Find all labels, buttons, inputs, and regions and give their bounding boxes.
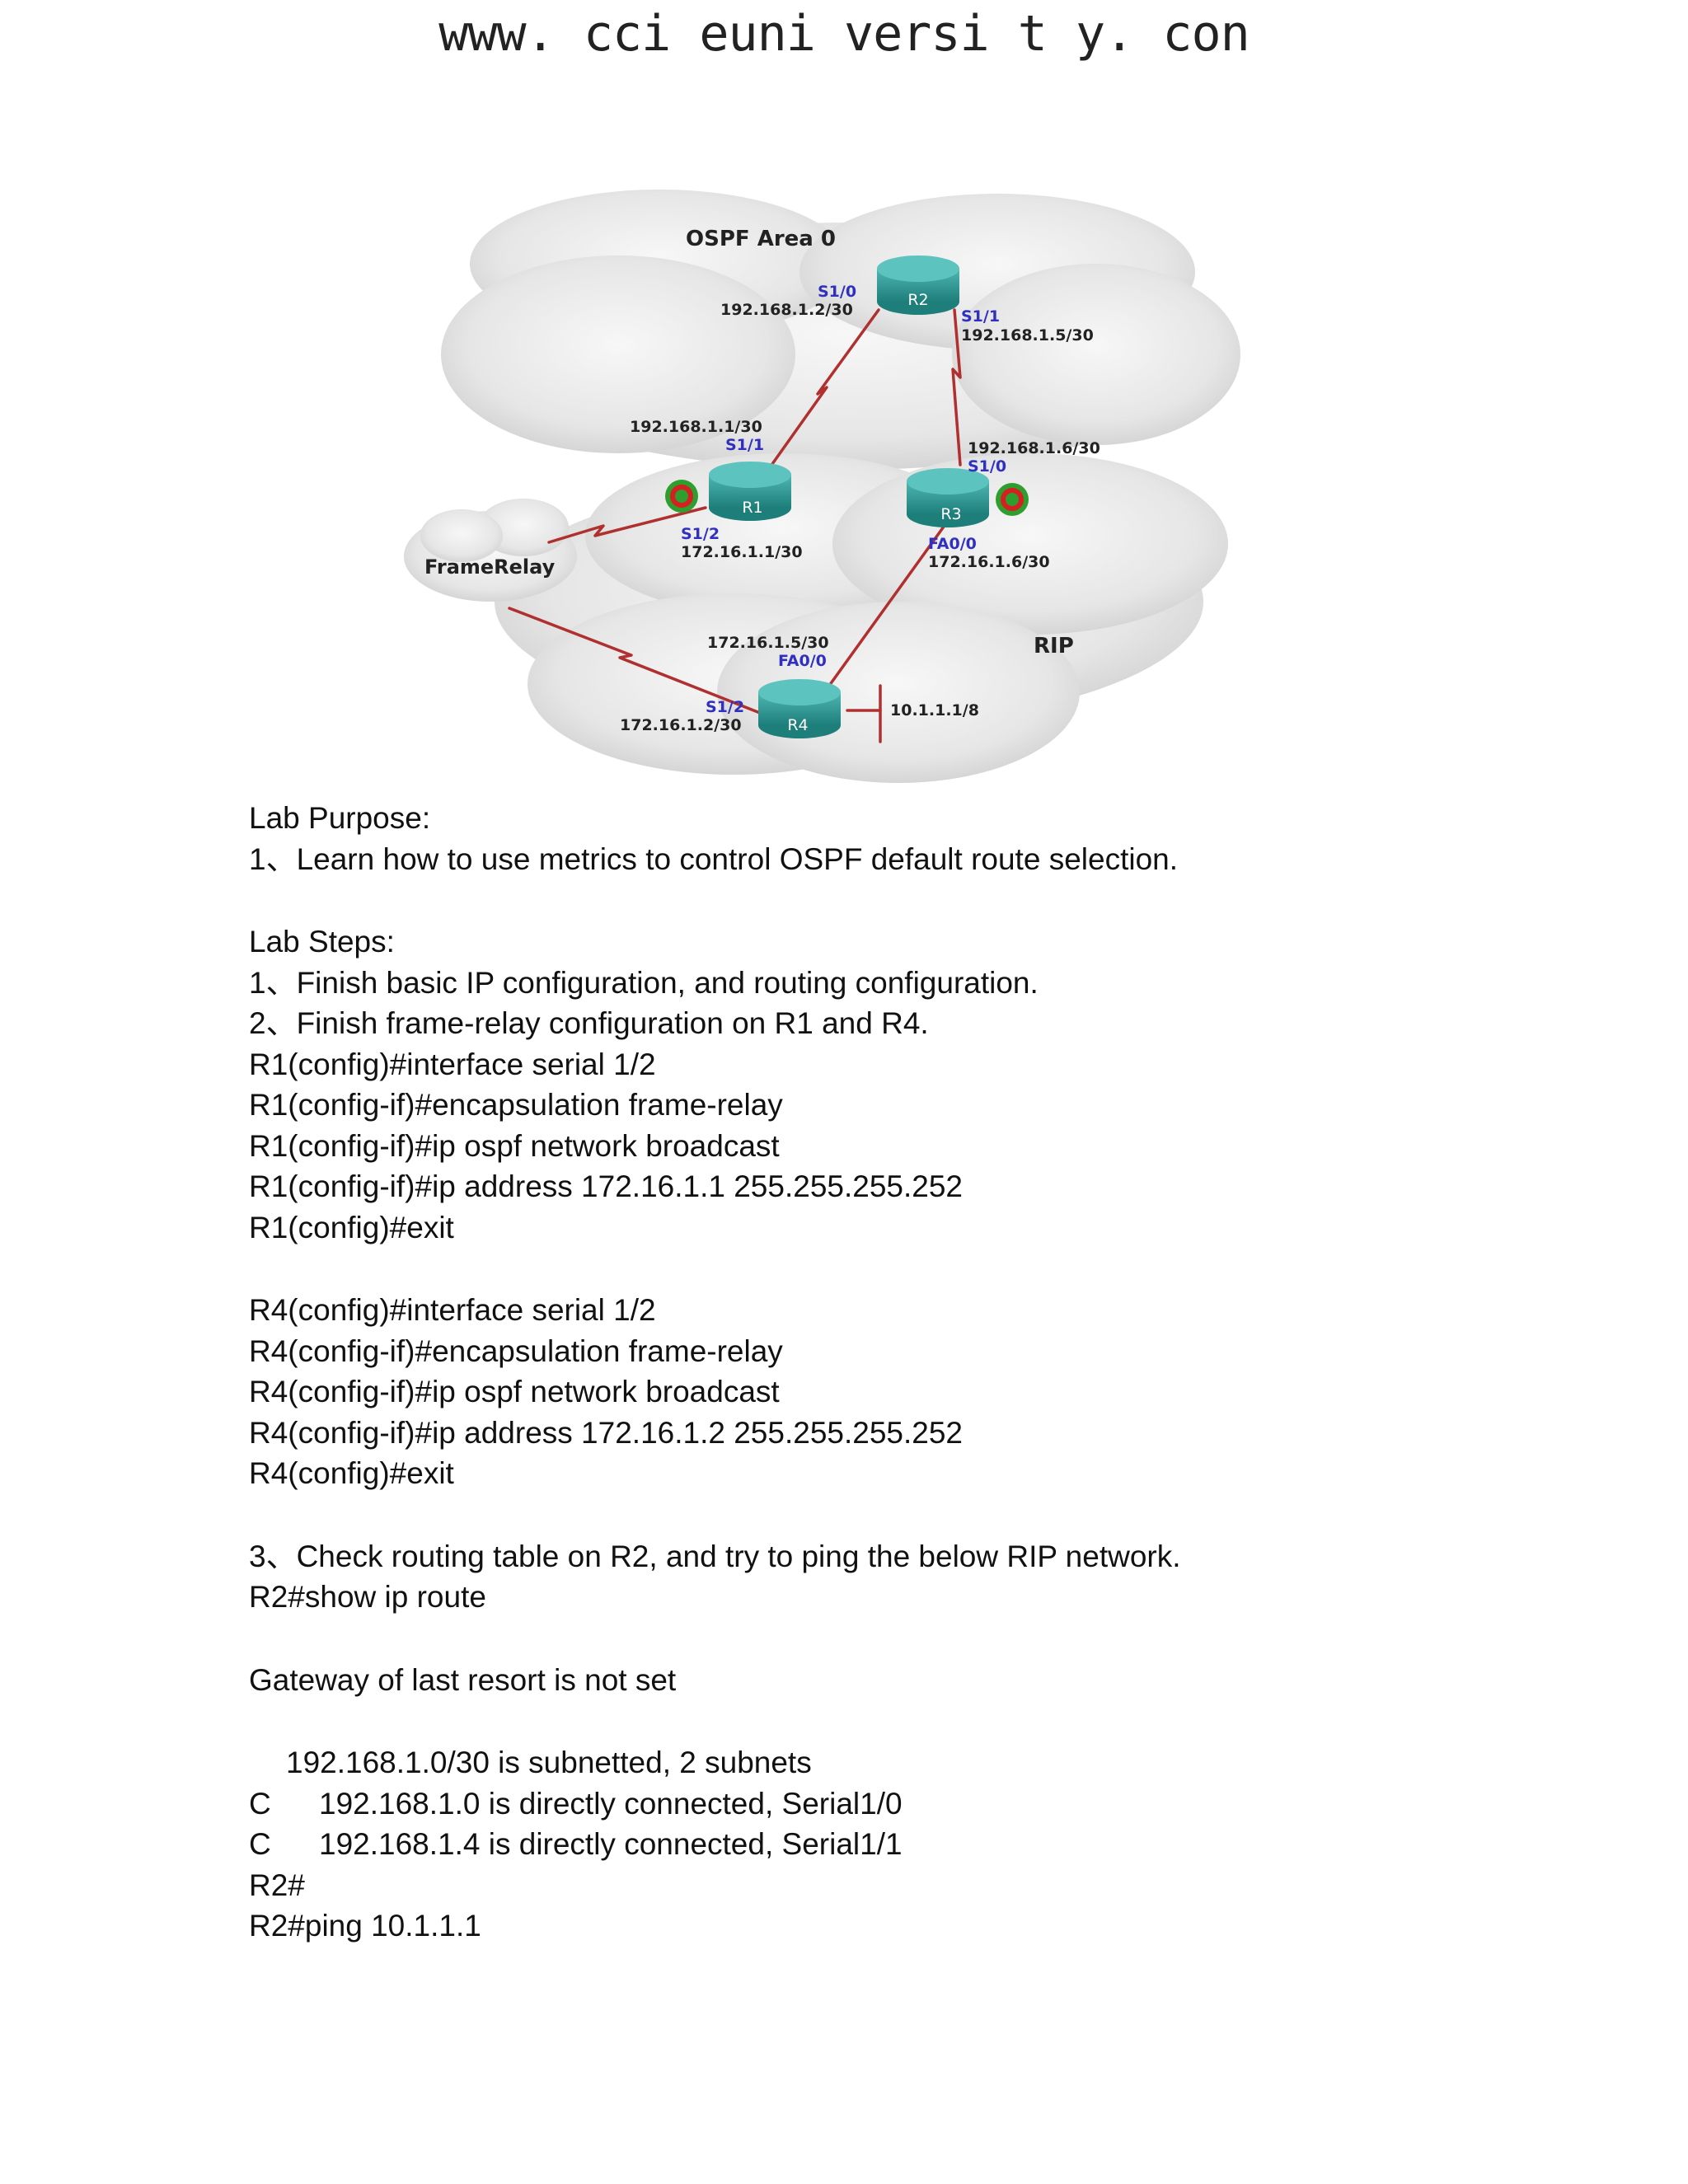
r1-s11-ip: 192.168.1.1/30 xyxy=(630,418,762,436)
ping-command: R2#ping 10.1.1.1 xyxy=(249,1909,481,1943)
link-frame-r4 xyxy=(508,607,762,715)
show-ip-route-command: R2#show ip route xyxy=(249,1580,486,1614)
route-text: 192.168.1.0 is directly connected, Seria… xyxy=(319,1786,903,1821)
subnetted-line: 192.168.1.0/30 is subnetted, 2 subnets xyxy=(286,1746,812,1779)
r4-s12-label: S1/2 xyxy=(706,698,744,716)
r2-s11-label: S1/1 xyxy=(961,307,1000,326)
route-entry: C 192.168.1.4 is directly connected, Ser… xyxy=(249,1824,1485,1865)
r3-s10-label: S1/0 xyxy=(968,457,1006,476)
purpose-item-1: 1、Learn how to use metrics to control OS… xyxy=(249,841,1179,876)
r3-fa00-ip: 172.16.1.6/30 xyxy=(928,553,1050,571)
r1-s11-label: S1/1 xyxy=(725,436,764,454)
router-r3-label: R3 xyxy=(940,505,961,523)
step-2: 2、Finish frame-relay configuration on R1… xyxy=(249,1006,929,1040)
r3-s10-ip: 192.168.1.6/30 xyxy=(968,439,1100,457)
redistribution-icon-r1 xyxy=(665,480,698,513)
router-r4: R4 xyxy=(758,679,841,738)
route-entry: C 192.168.1.0 is directly connected, Ser… xyxy=(249,1783,1485,1825)
purpose-title: Lab Purpose: xyxy=(249,801,431,835)
step-3: 3、Check routing table on R2, and try to … xyxy=(249,1539,1181,1573)
ospf-area-label: OSPF Area 0 xyxy=(686,227,836,251)
spacer xyxy=(249,1700,1485,1742)
gateway-line: Gateway of last resort is not set xyxy=(249,1662,677,1697)
r1-command: R1(config-if)#ip ospf network broadcast xyxy=(249,1128,780,1163)
route-code: C xyxy=(249,1786,271,1821)
frame-relay-label: FrameRelay xyxy=(424,555,556,579)
rip-area-cloud xyxy=(495,453,1228,783)
rip-area-label: RIP xyxy=(1034,634,1074,658)
router-r1: R1 xyxy=(709,462,791,521)
r2-s10-label: S1/0 xyxy=(818,283,856,301)
redistribution-icon-r3 xyxy=(996,483,1029,516)
r1-s12-label: S1/2 xyxy=(681,525,720,543)
r4-s12-ip: 172.16.1.2/30 xyxy=(620,716,742,734)
r4-command: R4(config)#interface serial 1/2 xyxy=(249,1293,656,1327)
r2-s10-ip: 192.168.1.2/30 xyxy=(720,301,853,319)
r4-command: R4(config-if)#ip ospf network broadcast xyxy=(249,1375,780,1408)
site-header: www. cci euni versi t y. con xyxy=(438,5,1250,63)
route-code: C xyxy=(249,1827,271,1861)
router-r2: R2 xyxy=(877,255,959,315)
spacer xyxy=(249,879,1485,921)
link-r2-r3 xyxy=(951,308,962,466)
steps-title: Lab Steps: xyxy=(249,925,395,958)
r1-command: R1(config-if)#ip address 172.16.1.1 255.… xyxy=(249,1169,963,1203)
spacer xyxy=(249,1248,1485,1290)
r1-s12-ip: 172.16.1.1/30 xyxy=(681,543,803,561)
frame-relay-cloud xyxy=(404,499,577,602)
r4-fa00-label: FA0/0 xyxy=(778,652,827,670)
step-1: 1、Finish basic IP configuration, and rou… xyxy=(249,965,1039,1000)
ospf-area-cloud xyxy=(441,190,1240,470)
link-r3-r4 xyxy=(828,519,950,687)
link-r1-frame xyxy=(547,506,707,544)
r4-command: R4(config)#exit xyxy=(249,1456,454,1490)
router-r3: R3 xyxy=(907,468,989,527)
r4-command: R4(config-if)#encapsulation frame-relay xyxy=(249,1333,783,1368)
r2-prompt: R2# xyxy=(249,1868,305,1902)
lab-content: Lab Purpose: 1、Learn how to use metrics … xyxy=(249,798,1485,1947)
r3-fa00-label: FA0/0 xyxy=(928,535,977,553)
router-r1-label: R1 xyxy=(742,499,762,517)
network-topology-diagram: R2 R1 R3 R4 OSPF Area 0 RIP FrameRelay S… xyxy=(404,190,1240,783)
router-r2-label: R2 xyxy=(907,291,928,309)
r4-fa00-ip: 172.16.1.5/30 xyxy=(707,634,829,652)
spacer xyxy=(249,1618,1485,1660)
r2-s11-ip: 192.168.1.5/30 xyxy=(961,326,1094,344)
r1-command: R1(config-if)#encapsulation frame-relay xyxy=(249,1088,783,1122)
r4-command: R4(config-if)#ip address 172.16.1.2 255.… xyxy=(249,1415,963,1450)
link-r1-r2 xyxy=(767,308,880,471)
route-text: 192.168.1.4 is directly connected, Seria… xyxy=(319,1827,903,1861)
r1-command: R1(config)#interface serial 1/2 xyxy=(249,1047,656,1081)
r4-lan-ip: 10.1.1.1/8 xyxy=(890,701,979,719)
r1-command: R1(config)#exit xyxy=(249,1210,454,1244)
spacer xyxy=(249,1494,1485,1536)
router-r4-label: R4 xyxy=(787,716,808,734)
